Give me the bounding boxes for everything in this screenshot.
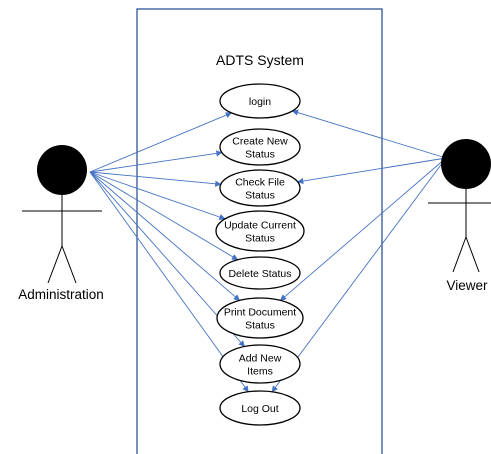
- association-administration-log-out: [89, 171, 249, 393]
- actor-administration: Administration: [18, 145, 104, 302]
- use-case-ellipse: [219, 344, 301, 384]
- use-case-delete-status: Delete Status: [219, 256, 301, 290]
- actor-viewer-right-leg: [465, 236, 480, 273]
- use-case-login: login: [219, 83, 301, 119]
- use-case-ellipse: [219, 128, 301, 166]
- association-administration-login: [89, 112, 233, 173]
- actor-administration-head: [37, 145, 87, 195]
- use-case-label: Status: [245, 320, 275, 332]
- association-administration-update-current-status: [89, 171, 226, 220]
- system-boundary: [136, 8, 383, 454]
- use-case-label: login: [249, 96, 271, 108]
- use-case-label: Status: [245, 233, 275, 245]
- association-viewer-log-out: [271, 157, 447, 393]
- use-case-label: Delete Status: [228, 268, 291, 280]
- actor-viewer: Viewer: [428, 139, 491, 293]
- use-case-label: Log Out: [241, 403, 278, 415]
- use-case-label: Print Document: [224, 307, 296, 319]
- actor-administration-label: Administration: [18, 287, 104, 302]
- use-case-log-out: Log Out: [219, 390, 301, 426]
- association-administration-create-new-status: [89, 150, 223, 173]
- actor-viewer-left-leg: [452, 236, 467, 273]
- use-case-ellipse: [219, 83, 301, 119]
- use-case-ellipse: [219, 390, 301, 426]
- system-title: ADTS System: [216, 52, 304, 68]
- actor-viewer-head: [441, 139, 491, 189]
- use-case-label: Update Current: [224, 220, 296, 232]
- use-case-ellipse: [219, 169, 301, 207]
- use-case-ellipse: [219, 256, 301, 290]
- use-case-ellipse: [216, 297, 304, 339]
- actor-administration-right-leg: [61, 245, 77, 284]
- association-lines: [89, 109, 447, 393]
- use-case-label: Status: [245, 190, 275, 202]
- use-case-label: Create New: [232, 136, 288, 148]
- use-case-label: Items: [247, 366, 273, 378]
- association-administration-check-file-status: [89, 171, 222, 187]
- association-administration-print-document-status: [89, 171, 241, 301]
- use-case-label: Add New: [239, 353, 282, 365]
- association-viewer-login: [291, 109, 447, 159]
- use-case-ellipse: [215, 210, 305, 252]
- association-administration-delete-status: [89, 171, 239, 261]
- use-case-label: Status: [245, 149, 275, 161]
- association-viewer-check-file-status: [297, 157, 447, 185]
- association-viewer-print-document-status: [279, 157, 447, 301]
- use-case-label: Check File: [235, 177, 285, 189]
- actor-viewer-label: Viewer: [446, 278, 488, 293]
- actor-administration-left-leg: [47, 245, 63, 284]
